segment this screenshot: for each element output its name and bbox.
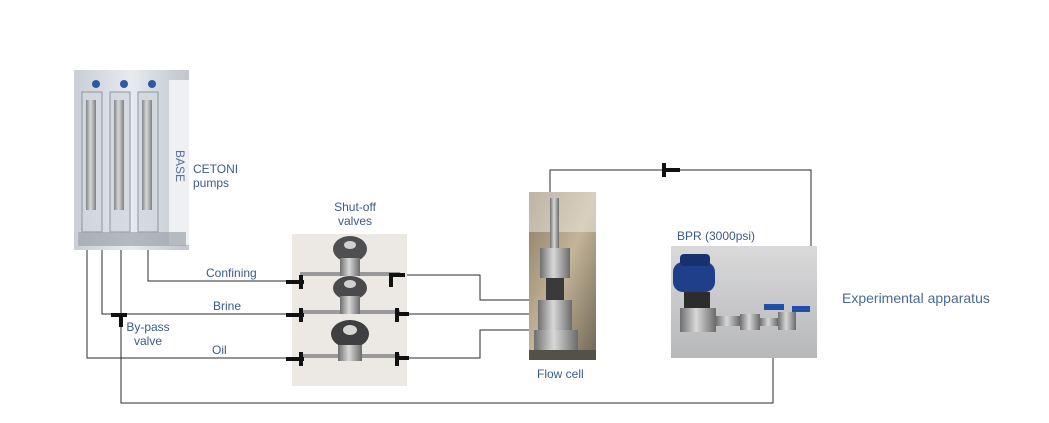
bpr-label: BPR (3000psi) xyxy=(677,229,756,243)
brine-inlet-marker xyxy=(286,308,304,322)
brine-label: Brine xyxy=(213,299,242,313)
oil-outlet-marker xyxy=(395,352,409,366)
oil-to-cell xyxy=(404,329,532,359)
experimental-apparatus-title: Experimental apparatus xyxy=(842,290,990,306)
svg-text:BASE: BASE xyxy=(173,150,187,182)
oil-inlet-marker xyxy=(286,352,304,366)
bypass-valve-marker xyxy=(111,313,127,327)
bypass-valve-label-line2: valve xyxy=(133,334,162,348)
flow-cell-label: Flow cell xyxy=(537,367,584,381)
bypass-valve-label-line1: By-pass xyxy=(126,320,170,334)
oil-line xyxy=(86,250,296,359)
brine-line xyxy=(101,250,296,315)
confining-label: Confining xyxy=(206,266,257,280)
confining-outlet-marker xyxy=(389,273,405,287)
confining-inlet-marker xyxy=(286,275,304,289)
confining-to-cell xyxy=(394,274,532,301)
flow-cell-image xyxy=(529,192,596,360)
shutoff-valves-label-line1: Shut-off xyxy=(334,200,376,214)
cetoni-pumps-label-line2: pumps xyxy=(193,176,230,190)
shutoff-valves-label-line2: valves xyxy=(337,214,372,228)
return-line-marker xyxy=(662,163,680,177)
shutoff-valves-label: Shut-off valves xyxy=(320,200,390,228)
bypass-valve-label: By-pass valve xyxy=(120,320,176,348)
cetoni-pumps-label: CETONI pumps xyxy=(193,162,238,190)
shutoff-valves-image xyxy=(292,234,407,386)
cell-to-bpr-line xyxy=(549,169,812,320)
oil-label: Oil xyxy=(212,343,227,357)
cetoni-pumps-label-line1: CETONI xyxy=(193,162,239,176)
confining-line xyxy=(147,250,296,282)
brine-outlet-marker xyxy=(395,308,409,322)
bpr-image xyxy=(671,246,817,358)
valve-markers xyxy=(111,163,680,366)
cetoni-pumps-image: BASE xyxy=(74,70,189,250)
